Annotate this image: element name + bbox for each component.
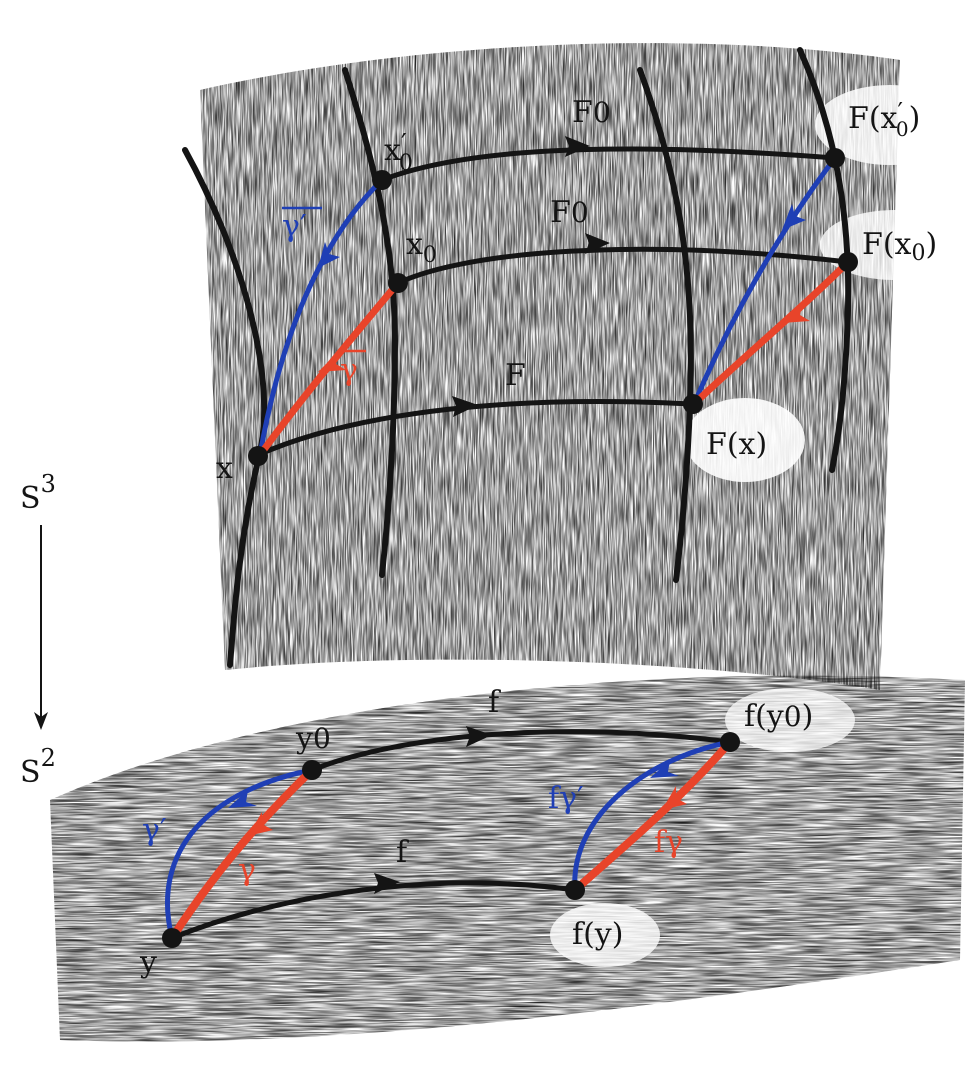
lower-path-arrowheads <box>228 760 687 836</box>
arrowhead-icon <box>374 873 400 894</box>
fiber-4 <box>797 47 852 473</box>
arrowhead-icon <box>662 786 687 810</box>
label-Fx0: F(x0) <box>862 227 937 266</box>
point-Fx <box>683 394 703 414</box>
label-gamma-bar: γ <box>340 349 366 388</box>
lift-F-gamma-bar <box>690 258 852 408</box>
svg-text:γ′: γ′ <box>282 209 307 244</box>
label-Fx0-prime: F(x′0) <box>848 98 920 141</box>
label-f-bottom: f <box>396 835 409 870</box>
lower-paths <box>165 738 734 942</box>
point-x0-prime <box>372 170 392 190</box>
label-F: F <box>505 358 526 393</box>
label-gamma: γ <box>238 853 256 888</box>
curve-f-bottom <box>169 880 578 941</box>
arrowhead-icon <box>248 812 273 836</box>
point-x0 <box>388 273 408 293</box>
arrowhead-icon <box>318 242 340 268</box>
svg-text:γ: γ <box>340 353 358 388</box>
arrowhead-icon <box>782 303 810 323</box>
label-y: y <box>139 945 157 980</box>
label-f-top: f <box>488 685 501 720</box>
arrowhead-icon <box>782 204 806 230</box>
arrowhead-icon <box>585 233 610 254</box>
label-gamma-bar-prime: γ′ <box>282 206 322 244</box>
path-f-gamma <box>571 738 734 894</box>
path-gamma-prime <box>165 767 315 941</box>
fiber-3 <box>637 67 694 583</box>
label-F0-top: F0 <box>572 95 611 130</box>
label-F0-mid: F0 <box>550 195 589 230</box>
label-Fx: F(x) <box>706 427 767 462</box>
upper-lift-arrowheads <box>318 204 810 372</box>
path-f-gamma-prime <box>572 739 733 893</box>
label-f-gamma-prime: fγ′ <box>548 781 584 816</box>
arrowhead-icon <box>466 726 492 747</box>
point-y0 <box>302 760 322 780</box>
lift-F-gamma-bar-prime <box>691 155 838 407</box>
arrowhead-icon <box>565 136 590 157</box>
point-fy0 <box>720 732 740 752</box>
label-x0-prime: x′0 <box>384 129 413 176</box>
curve-F <box>255 399 695 458</box>
fiber-2 <box>342 67 399 578</box>
label-fy0: f(y0) <box>744 699 813 734</box>
label-S2: S2 <box>20 744 56 790</box>
curve-F0-top <box>379 146 838 183</box>
lower-sheet-shading <box>50 675 965 1042</box>
upper-points <box>248 148 858 466</box>
point-x <box>248 446 268 466</box>
lift-gamma-bar-prime <box>257 177 385 458</box>
point-Fx0-prime <box>825 148 845 168</box>
arrowhead-icon <box>228 790 257 808</box>
label-x: x <box>216 451 233 486</box>
point-Fx0 <box>838 252 858 272</box>
label-y0: y0 <box>295 721 331 756</box>
label-f-gamma: fγ <box>654 825 683 860</box>
arrowhead-icon <box>452 396 478 417</box>
labels: S3 S2 x x0 x′0 F0 F0 F F(x) F(x0) F(x′0)… <box>20 95 937 980</box>
upper-horizontal-curves <box>255 146 851 458</box>
curve-F0-mid <box>395 246 851 286</box>
point-fy <box>565 880 585 900</box>
label-fy: f(y) <box>572 917 623 952</box>
lower-points <box>162 732 740 948</box>
arrowhead-icon <box>318 352 346 372</box>
upper-sheet-shading <box>200 43 970 690</box>
down-arrow-icon <box>34 712 48 730</box>
arrowhead-icon <box>650 760 679 778</box>
path-gamma <box>168 766 316 942</box>
projection-map <box>34 525 48 730</box>
point-y <box>162 928 182 948</box>
upper-arrowheads <box>452 136 610 417</box>
label-gamma-prime: γ′ <box>142 813 167 848</box>
lower-arrowheads <box>374 726 492 894</box>
label-x0: x0 <box>406 227 437 268</box>
label-S3: S3 <box>20 470 56 516</box>
